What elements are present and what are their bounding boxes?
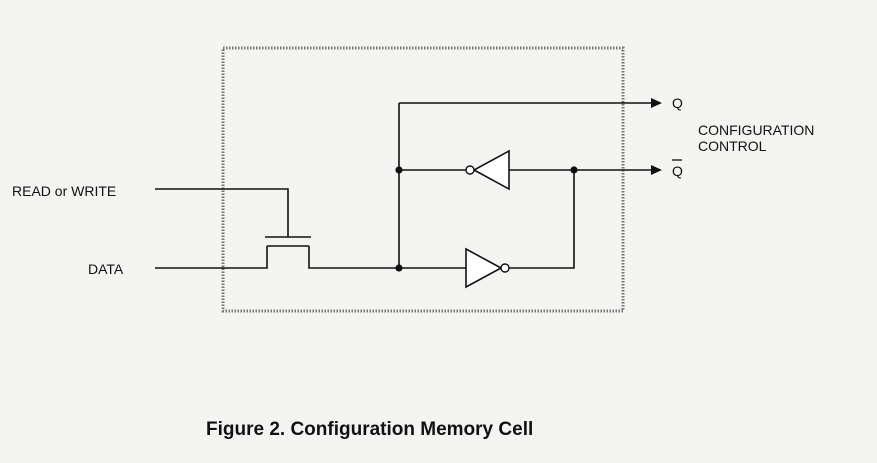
q-bar-arrow-icon xyxy=(651,165,662,175)
data-input-label: DATA xyxy=(88,261,124,277)
junction-right xyxy=(570,166,578,174)
q-bar-output-label: Q xyxy=(672,163,683,179)
configuration-control-label-line2: CONTROL xyxy=(698,138,767,154)
read-write-line xyxy=(155,188,289,237)
cell-boundary xyxy=(221,46,625,313)
configuration-control-label-line1: CONFIGURATION xyxy=(698,122,814,138)
bottom-inverter-bubble xyxy=(500,263,510,273)
top-inverter xyxy=(472,149,510,191)
bottom-inverter-output xyxy=(509,170,575,269)
junction-left-top xyxy=(395,166,403,174)
read-write-input-label: READ or WRITE xyxy=(12,183,116,199)
figure-caption: Figure 2. Configuration Memory Cell xyxy=(206,419,533,440)
bottom-inverter xyxy=(465,247,503,289)
q-arrow-icon xyxy=(651,98,662,108)
transistor-drain-line xyxy=(308,246,399,269)
top-inverter-bubble xyxy=(465,165,475,175)
data-line xyxy=(155,246,268,269)
junction-left-bottom xyxy=(395,264,403,272)
q-output-label: Q xyxy=(672,95,683,111)
